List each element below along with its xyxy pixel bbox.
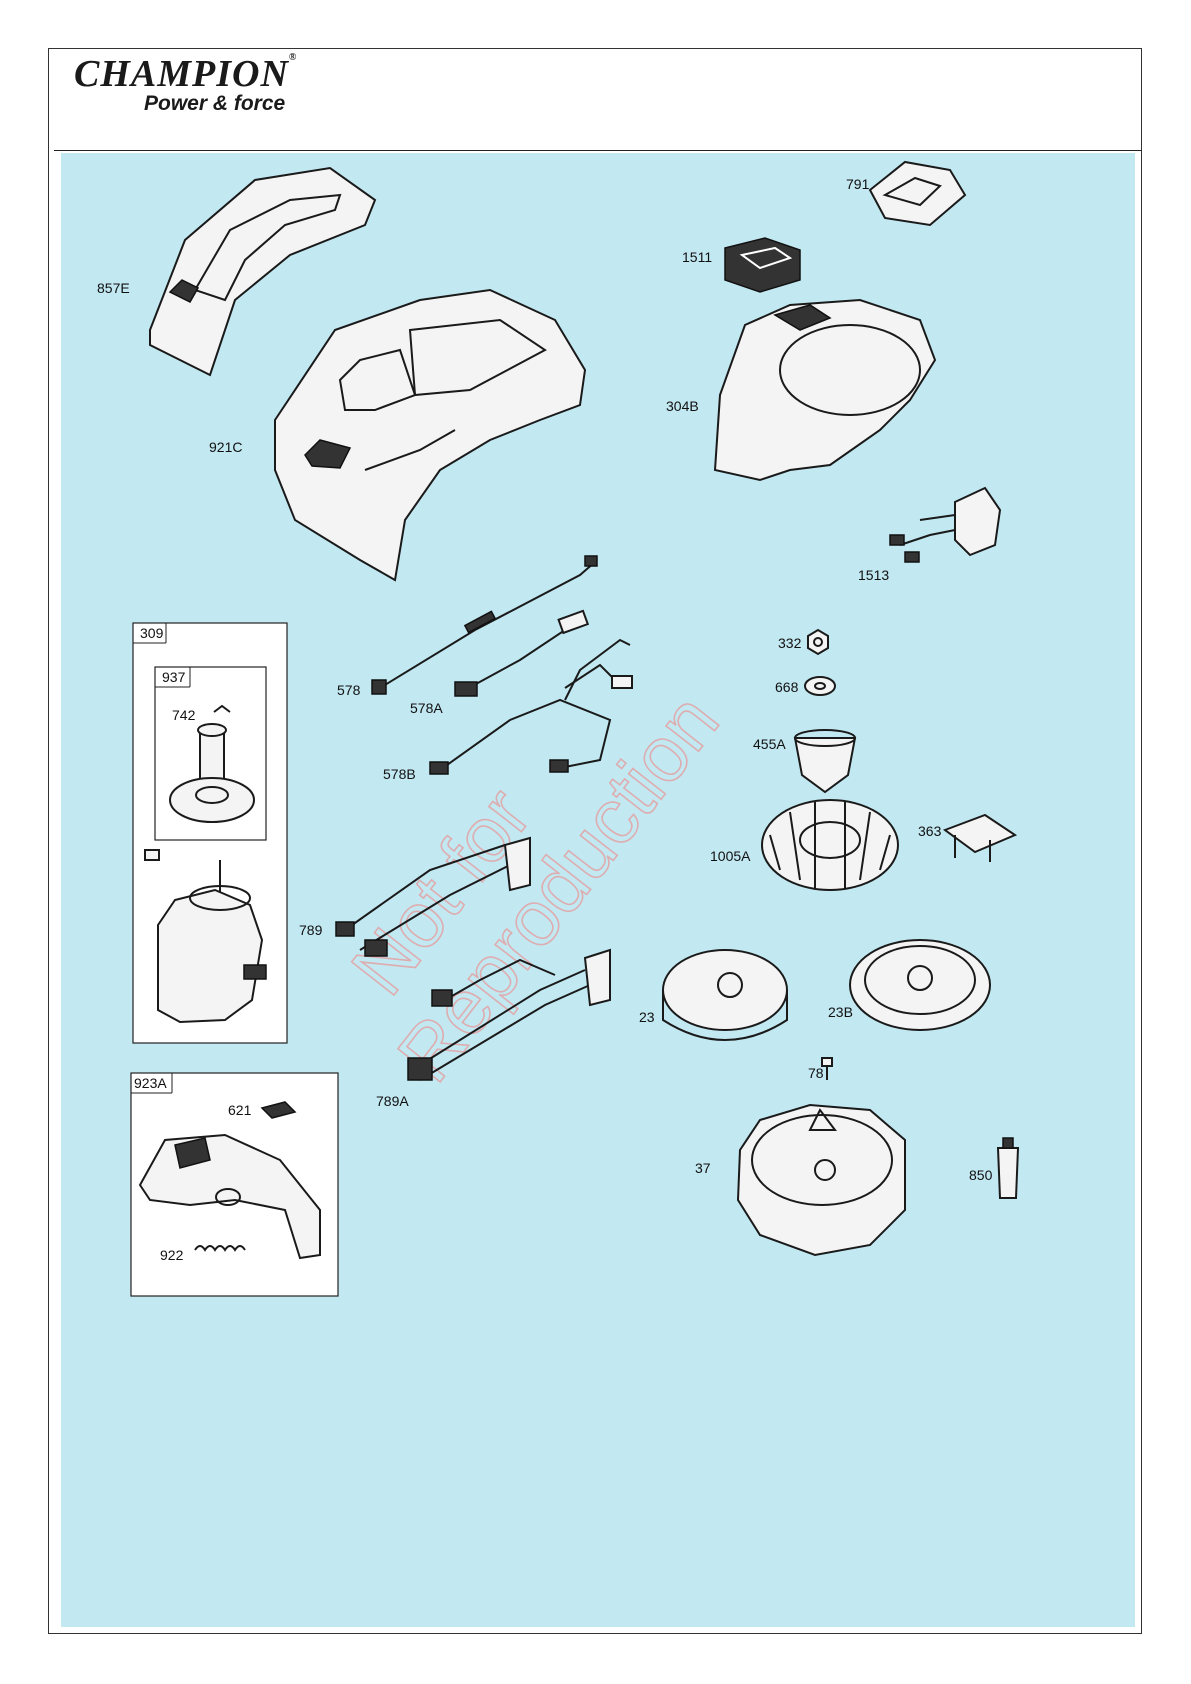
callout-78: 78 xyxy=(808,1065,824,1081)
part-78-bolt[interactable] xyxy=(821,1057,833,1080)
part-789A-harness[interactable] xyxy=(407,948,611,1081)
part-789-harness[interactable] xyxy=(335,836,531,957)
control-bracket-plate xyxy=(138,1133,321,1260)
callout-922: 922 xyxy=(160,1247,184,1263)
part-921C-blower-housing[interactable] xyxy=(274,288,587,582)
drive-gear-assembly xyxy=(169,723,255,823)
part-850-sealant-tube[interactable] xyxy=(996,1137,1020,1199)
part-922-spring[interactable] xyxy=(194,1245,246,1252)
callout-332: 332 xyxy=(778,635,802,651)
assembly-309-starter-motor[interactable]: 309 937 xyxy=(132,622,288,1044)
callout-857E: 857E xyxy=(97,280,130,296)
logo-wordmark: CHAMPION® xyxy=(74,52,298,95)
callout-1005A: 1005A xyxy=(710,848,751,864)
part-304B-blower-housing-base[interactable] xyxy=(713,298,937,482)
callout-621: 621 xyxy=(228,1102,252,1118)
part-578-wire[interactable] xyxy=(371,555,598,695)
callout-23B: 23B xyxy=(828,1004,853,1020)
part-621-switch[interactable] xyxy=(260,1101,297,1119)
part-578B-harness[interactable] xyxy=(429,638,633,775)
callout-23: 23 xyxy=(639,1009,655,1025)
callout-37: 37 xyxy=(695,1160,711,1176)
callout-850: 850 xyxy=(969,1167,993,1183)
part-578A-wire[interactable] xyxy=(454,609,590,697)
callout-455A: 455A xyxy=(753,736,786,752)
part-455A-cup[interactable] xyxy=(793,729,857,794)
header-rule xyxy=(54,150,1142,151)
part-857E-cover[interactable] xyxy=(149,166,377,377)
part-668-washer[interactable] xyxy=(804,676,836,696)
callout-363: 363 xyxy=(918,823,942,839)
callout-921C: 921C xyxy=(209,439,242,455)
champion-logo: CHAMPION® Power & force xyxy=(74,52,314,122)
part-37-crankcase-cover[interactable] xyxy=(736,1103,906,1257)
assembly-937-label: 937 xyxy=(162,669,186,685)
logo-tagline: Power & force xyxy=(144,92,286,115)
part-791[interactable] xyxy=(868,160,967,227)
part-23-alternator[interactable] xyxy=(662,949,788,1041)
callout-1513: 1513 xyxy=(858,567,889,583)
callout-789A: 789A xyxy=(376,1093,409,1109)
callout-578: 578 xyxy=(337,682,361,698)
assembly-923A-control-bracket[interactable]: 923A xyxy=(130,1072,339,1297)
assembly-923A-label: 923A xyxy=(134,1075,167,1091)
part-1513-harness[interactable] xyxy=(889,486,1002,563)
callout-668: 668 xyxy=(775,679,799,695)
part-332-nut[interactable] xyxy=(807,628,829,656)
callout-578B: 578B xyxy=(383,766,416,782)
callout-labels: 857E 921C 791 1511 304B 1513 578 578A 57… xyxy=(97,176,993,1263)
callout-578A: 578A xyxy=(410,700,443,716)
starter-motor xyxy=(144,849,267,1024)
part-1005A-flywheel[interactable] xyxy=(761,799,899,891)
callout-791: 791 xyxy=(846,176,870,192)
part-23B-flywheel[interactable] xyxy=(849,939,991,1031)
part-363-bracket[interactable] xyxy=(942,813,1018,862)
callout-304B: 304B xyxy=(666,398,699,414)
part-1511-module[interactable] xyxy=(724,237,801,293)
part-742-clip[interactable] xyxy=(213,704,231,713)
callout-742: 742 xyxy=(172,707,196,723)
callout-1511: 1511 xyxy=(682,249,712,265)
assembly-309-label: 309 xyxy=(140,625,164,641)
callout-789: 789 xyxy=(299,922,323,938)
